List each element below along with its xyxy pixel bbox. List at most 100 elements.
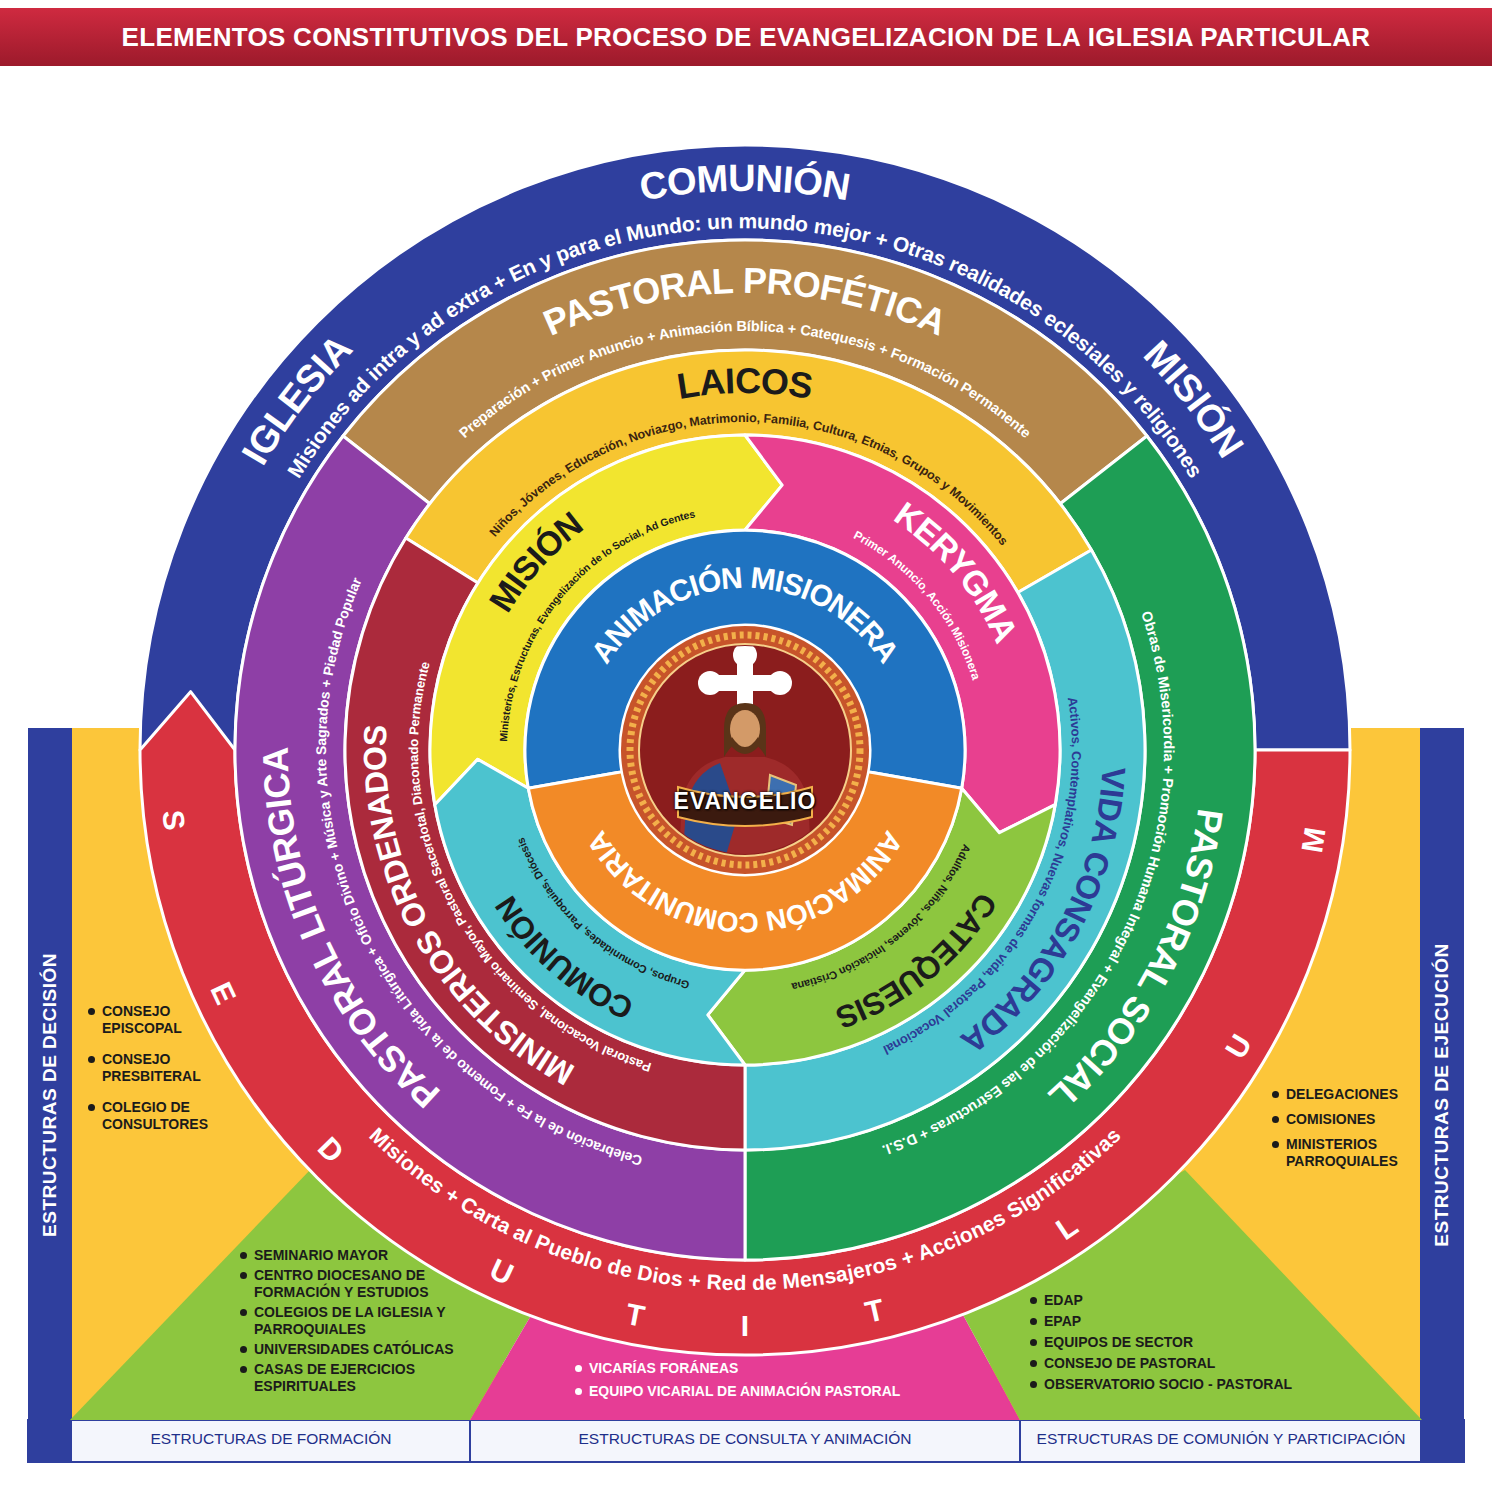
bullet-item: COLEGIOS DE LA IGLESIA Y PARROQUIALES xyxy=(240,1304,455,1338)
ring-label-path: U xyxy=(1218,1028,1257,1064)
ring-label: MINISTERIOS ORDENADOS xyxy=(357,724,580,1092)
bullet-dot xyxy=(1030,1339,1037,1346)
ring-label: CATEQUESIS xyxy=(831,887,1004,1036)
bullet-text: EPAP xyxy=(1044,1313,1081,1330)
side-bar-label: ESTRUCTURAS DE DECISIÓN xyxy=(39,953,61,1237)
ring-label-path: Adultos, Niños, Jóvenes, Iniciación Cris… xyxy=(790,843,973,994)
side-bar-label: ESTRUCTURAS DE EJECUCIÓN xyxy=(1431,943,1453,1246)
ring-label: Obras de Misericordia + Promoción Humana… xyxy=(880,609,1177,1159)
ring-label-path: Obras de Misericordia + Promoción Humana… xyxy=(880,609,1177,1159)
ring-label: S xyxy=(157,808,192,832)
bullet-list: SEMINARIO MAYOR CENTRO DIOCESANO DE FORMA… xyxy=(240,1247,455,1398)
ring-label-path: Pastoral Vocacional, Seminario Mayor, Pa… xyxy=(406,660,653,1076)
ring-label: KERYGMA xyxy=(888,494,1026,648)
bullet-text: SEMINARIO MAYOR xyxy=(254,1247,388,1264)
ring-label: U xyxy=(485,1252,519,1291)
bullet-dot xyxy=(1030,1318,1037,1325)
bullet-dot xyxy=(88,1104,95,1111)
sector-fill xyxy=(525,530,965,788)
panel-outline xyxy=(955,1165,1422,1462)
ring-label-path: PASTORAL LITÚRGICA xyxy=(254,746,446,1116)
sector-fill xyxy=(235,436,745,1260)
bullet-item: EQUIPOS DE SECTOR xyxy=(1030,1334,1330,1351)
robe xyxy=(678,757,812,875)
medallion-art xyxy=(620,625,870,875)
ring-label: D xyxy=(312,1130,351,1169)
ring-label: PASTORAL LITÚRGICA xyxy=(254,746,446,1116)
medallion-ground xyxy=(639,644,851,856)
ring-label-path: MINISTERIOS ORDENADOS xyxy=(357,724,580,1092)
ring-label: COMUNIÓN xyxy=(637,157,854,208)
bullet-text: COMISIONES xyxy=(1286,1111,1375,1128)
ring-label-path: PASTORAL SOCIAL xyxy=(1041,806,1231,1118)
panel-fill xyxy=(955,1170,1422,1420)
ring-label: Adultos, Niños, Jóvenes, Iniciación Cris… xyxy=(790,843,973,994)
ring-label-path: M xyxy=(1295,825,1332,855)
structure-panel: ESTRUCTURAS DE COMUNIÓN Y PARTICIPACIÓN E… xyxy=(955,1165,1422,1462)
ring-label: MISIÓN xyxy=(481,504,589,618)
diagram-title: ELEMENTOS CONSTITUTIVOS DEL PROCESO DE E… xyxy=(122,22,1371,53)
ring-label: M xyxy=(1295,825,1332,855)
bullet-item: SEMINARIO MAYOR xyxy=(240,1247,455,1264)
sector-fill xyxy=(343,240,1147,504)
ring-label-path: Celebración de la Fe + Fomento de la Vid… xyxy=(313,575,644,1169)
centre-label: EVANGELIO xyxy=(620,788,870,815)
bullet-text: EQUIPOS DE SECTOR xyxy=(1044,1334,1193,1351)
bullet-list: VICARÍAS FORÁNEASEQUIPO VICARIAL DE ANIM… xyxy=(575,1360,975,1406)
ring-label-path: L xyxy=(1050,1208,1084,1246)
ring-label-path: Preparación + Primer Anuncio + Animación… xyxy=(456,318,1034,441)
sector-fill xyxy=(745,436,1255,1260)
ring-label: Niños, Jóvenes, Educación, Noviazgo, Mat… xyxy=(487,411,1011,548)
ring-label-path: VIDA CONSAGRADA xyxy=(955,766,1134,1062)
bullet-text: COLEGIO DE CONSULTORES xyxy=(102,1099,208,1133)
bullet-text: OBSERVATORIO SOCIO - PASTORAL xyxy=(1044,1376,1292,1393)
strip-divider xyxy=(1019,1420,1021,1462)
bullet-item: EDAP xyxy=(1030,1292,1330,1309)
bullet-item: DELEGACIONES xyxy=(1272,1086,1404,1103)
ring-label: Misiones ad intra y ad extra + En y para… xyxy=(282,209,1208,482)
panel-fill xyxy=(70,1170,540,1420)
ring-label: I xyxy=(741,1309,749,1342)
ring-label-path: U xyxy=(485,1252,519,1291)
ring-label-path: S xyxy=(157,808,192,832)
sector-fill xyxy=(140,145,1350,750)
bullet-list: DELEGACIONES COMISIONES MINISTERIOS PARROQ… xyxy=(1272,1086,1404,1178)
cross-lobe xyxy=(698,671,722,695)
ring-label: Celebración de la Fe + Fomento de la Vid… xyxy=(313,575,644,1169)
ring-label: Misiones + Carta al Pueblo de Dios + Red… xyxy=(366,1123,1125,1294)
ring-label-path: IGLESIA xyxy=(234,326,360,471)
ring-label: PASTORAL SOCIAL xyxy=(1041,806,1231,1118)
ring-label-path: ANIMACIÓN MISIONERA xyxy=(584,560,906,668)
bullet-text: CONSEJO EPISCOPAL xyxy=(102,1003,203,1037)
bullet-item: CONSEJO PRESBITERAL xyxy=(88,1051,203,1085)
ring-label: U xyxy=(1218,1028,1257,1064)
ring-label: T xyxy=(623,1296,647,1332)
bullet-text: COLEGIOS DE LA IGLESIA Y PARROQUIALES xyxy=(254,1304,455,1338)
ring-label: VIDA CONSAGRADA xyxy=(955,766,1134,1062)
bullet-item: EQUIPO VICARIAL DE ANIMACIÓN PASTORAL xyxy=(575,1383,975,1400)
bullet-dot xyxy=(240,1252,247,1259)
structure-heading: ESTRUCTURAS DE CONSULTA Y ANIMACIÓN xyxy=(470,1430,1020,1448)
bullet-text: CENTRO DIOCESANO DE FORMACIÓN Y ESTUDIOS xyxy=(254,1267,455,1301)
bullet-text: EDAP xyxy=(1044,1292,1083,1309)
ring-label-path: Misiones ad intra y ad extra + En y para… xyxy=(282,209,1208,482)
ring-label-path: Primer Anuncio, Acción Misionera xyxy=(851,528,983,682)
bullet-list: CONSEJO EPISCOPAL CONSEJO PRESBITERAL COLE… xyxy=(88,1003,203,1147)
ring-label-path: CATEQUESIS xyxy=(831,887,1004,1036)
ring-label-path: Grupos, Comunidades, Parroquias, Diócesi… xyxy=(514,836,690,991)
panel-fill xyxy=(72,728,502,1420)
bullet-text: EQUIPO VICARIAL DE ANIMACIÓN PASTORAL xyxy=(589,1383,900,1400)
sector-fill xyxy=(406,350,1092,592)
bullet-dot xyxy=(240,1272,247,1279)
bullet-text: MINISTERIOS PARROQUIALES xyxy=(1286,1136,1404,1170)
bullet-dot xyxy=(1030,1381,1037,1388)
bullet-item: COLEGIO DE CONSULTORES xyxy=(88,1099,203,1133)
structure-heading: ESTRUCTURAS DE COMUNIÓN Y PARTICIPACIÓN xyxy=(1020,1430,1422,1448)
ring-label: MISIÓN xyxy=(1136,333,1252,465)
bullet-dot xyxy=(240,1346,247,1353)
side-bar: ESTRUCTURAS DE EJECUCIÓN xyxy=(1420,728,1464,1462)
ring-label-path: Niños, Jóvenes, Educación, Noviazgo, Mat… xyxy=(487,411,1011,548)
bullet-item: CENTRO DIOCESANO DE FORMACIÓN Y ESTUDIOS xyxy=(240,1267,455,1301)
ring-label: Grupos, Comunidades, Parroquias, Diócesi… xyxy=(514,836,690,991)
